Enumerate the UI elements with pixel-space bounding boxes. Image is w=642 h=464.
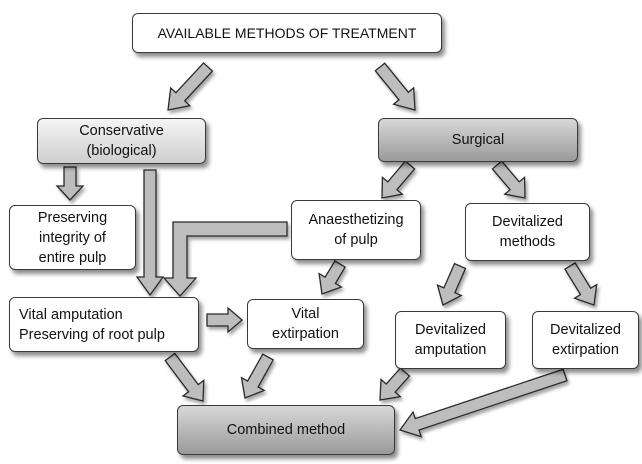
arrow-devitalized-to-devitalized-amputation — [436, 262, 467, 306]
arrow-devitalized-amputation-to-combined — [379, 367, 411, 401]
surgical-node: Surgical — [378, 118, 578, 162]
conservative-node: Conservative (biological) — [37, 118, 206, 164]
arrow-root-to-surgical — [374, 62, 416, 111]
devitalized-methods-node: Devitalized methods — [465, 203, 590, 261]
arrow-devitalized-to-devitalized-extirpation — [564, 262, 598, 306]
arrow-conservative-to-vital-amputation — [135, 169, 165, 297]
root-node: AVAILABLE METHODS OF TREATMENT — [132, 13, 442, 53]
vital-extirpation-node: Vital extirpation — [247, 299, 364, 349]
arrow-surgical-to-devitalized — [491, 160, 526, 199]
arrow-anaesthetizing-to-vital-extirpation — [318, 260, 346, 295]
arrow-anaesthetizing-to-vital-amputation — [162, 221, 288, 297]
arrow-root-to-conservative — [167, 61, 214, 111]
combined-method-node: Combined method — [177, 405, 395, 455]
arrow-vital-amputation-to-combined — [164, 352, 205, 402]
devitalized-amputation-node: Devitalized amputation — [395, 311, 506, 369]
arrow-vital-extirpation-to-combined — [240, 353, 275, 399]
arrow-vital-amputation-to-vital-extirpation — [206, 306, 243, 334]
arrow-conservative-to-preserving — [55, 166, 85, 201]
preserving-integrity-node: Preserving integrity of entire pulp — [9, 205, 136, 270]
vital-amputation-node: Vital amputation Preserving of root pulp — [9, 297, 199, 352]
devitalized-extirpation-node: Devitalized extirpation — [532, 311, 639, 369]
anaesthetizing-node: Anaesthetizing of pulp — [291, 200, 421, 260]
arrow-surgical-to-anaesthetizing — [381, 160, 416, 199]
arrow-devitalized-extirpation-to-combined — [398, 368, 568, 438]
